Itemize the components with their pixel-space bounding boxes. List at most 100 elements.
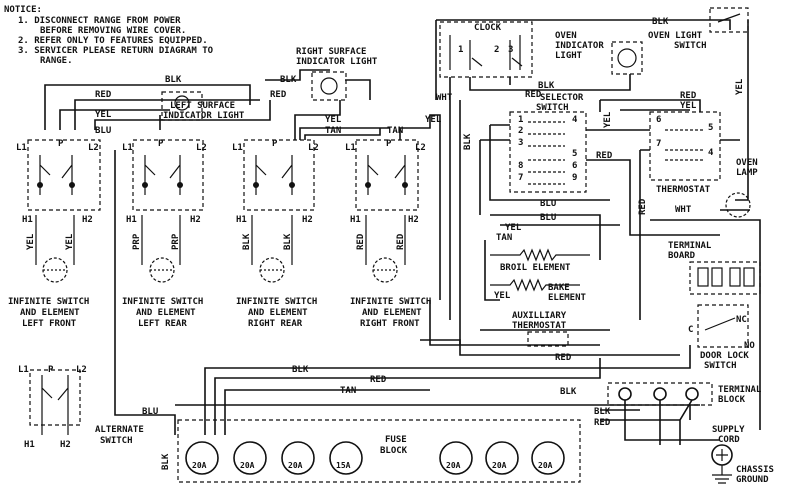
thermo-term-4: 4 xyxy=(708,148,714,158)
left-indicator-label-2: INDICATOR LIGHT xyxy=(163,111,245,121)
sw2-l2: L2 xyxy=(196,143,207,153)
fuse-6: 20A xyxy=(485,441,519,475)
sel-term-1: 1 xyxy=(518,115,523,125)
fuse-block-label-2: BLOCK xyxy=(380,446,408,456)
infinite-switch-left-rear: L1 P L2 H1 H2 PRP PRP INFINITE SWITCH AN… xyxy=(122,139,207,329)
sel-term-4: 4 xyxy=(572,115,578,125)
sw1-h2: H2 xyxy=(82,215,93,225)
left-indicator-label-1: LEFT SURFACE xyxy=(170,101,235,111)
fuse-6-rating: 20A xyxy=(492,461,507,470)
oven-indicator-label-1: OVEN xyxy=(555,31,577,41)
oven-lamp-label-2: LAMP xyxy=(736,168,758,178)
oven-light-switch: OVEN LIGHT SWITCH xyxy=(648,7,749,51)
terminal-board: TERMINAL BOARD xyxy=(668,241,761,295)
chassis-ground-label-1: CHASSIS xyxy=(736,465,774,475)
selector-label-1: SELECTOR xyxy=(540,93,584,103)
bake-element-label-2: ELEMENT xyxy=(548,293,587,303)
alt-l1: L1 xyxy=(18,365,29,375)
fuse-4: 15A xyxy=(329,441,363,475)
clock-label: CLOCK xyxy=(474,23,502,33)
wire-label-red-th: RED xyxy=(680,91,697,101)
sw1-label-2: AND ELEMENT xyxy=(20,308,80,318)
fuse-7-rating: 20A xyxy=(538,461,553,470)
wire-label-red-aux: RED xyxy=(555,353,572,363)
wire-label-blk-vert: BLK xyxy=(463,133,473,150)
aux-thermostat-label-2: THERMOSTAT xyxy=(512,321,567,331)
door-lock-label-2: SWITCH xyxy=(704,361,737,371)
infinite-switch-right-rear: L1 P L2 H1 H2 BLK BLK INFINITE SWITCH AN… xyxy=(232,139,319,329)
fuse-1-rating: 20A xyxy=(192,461,207,470)
sw2-label-1: INFINITE SWITCH xyxy=(122,297,203,307)
notice-line-2: BEFORE REMOVING WIRE COVER. xyxy=(40,26,186,36)
wire-label-yel-broil: YEL xyxy=(505,223,522,233)
notice-line-4: 3. SERVICER PLEASE RETURN DIAGRAM TO xyxy=(18,46,214,56)
sw4-l2: L2 xyxy=(415,143,426,153)
broil-element-label: BROIL ELEMENT xyxy=(500,263,571,273)
notice-line-1: 1. DISCONNECT RANGE FROM POWER xyxy=(18,16,181,26)
right-surface-indicator-light: RIGHT SURFACE INDICATOR LIGHT xyxy=(296,47,378,101)
wire-label-yel-ols: YEL xyxy=(735,78,745,95)
notice-line-3: 2. REFER ONLY TO FEATURES EQUIPPED. xyxy=(18,36,208,46)
terminal-block-label-2: BLOCK xyxy=(718,395,746,405)
terminal-block-label-1: TERMINAL xyxy=(718,385,762,395)
notice-block: NOTICE: 1. DISCONNECT RANGE FROM POWER B… xyxy=(4,5,214,66)
clock-term-3: 3 xyxy=(508,45,513,55)
sw2-label-3: LEFT REAR xyxy=(138,319,187,329)
fuse-2: 20A xyxy=(233,441,267,475)
door-lock-nc: NC xyxy=(736,315,747,325)
sel-term-2: 2 xyxy=(518,126,523,136)
alt-h1: H1 xyxy=(24,440,35,450)
wire-label-blk-bus: BLK xyxy=(292,365,309,375)
top-wiring xyxy=(44,69,441,300)
door-lock-switch: C NC NO DOOR LOCK SWITCH xyxy=(688,304,755,371)
fuse-7: 20A xyxy=(531,441,565,475)
sel-term-6: 6 xyxy=(572,161,577,171)
aux-thermostat-label-1: AUXILLIARY xyxy=(512,311,567,321)
oven-wiring-mid xyxy=(479,99,761,430)
supply-cord: SUPPLY CORD xyxy=(711,425,745,466)
clock-term-1: 1 xyxy=(458,45,463,55)
thermo-term-6: 6 xyxy=(656,115,661,125)
sel-term-9: 9 xyxy=(572,173,577,183)
bake-element: BAKE ELEMENT xyxy=(490,278,587,303)
wire-label-yel-sel: YEL xyxy=(603,111,613,128)
oven-lamp-label-1: OVEN xyxy=(736,158,758,168)
wire-label-red-right: RED xyxy=(270,90,287,100)
sel-term-5: 5 xyxy=(572,149,577,159)
wire-label-tan-mid: TAN xyxy=(325,126,341,136)
oven-light-switch-label-1: OVEN LIGHT xyxy=(648,31,703,41)
oven-lamp: OVEN LAMP xyxy=(725,158,758,218)
wire-label-yel-top: YEL xyxy=(95,110,112,120)
wire-label-red-ovi: RED xyxy=(525,90,542,100)
sw1-p: P xyxy=(58,139,64,149)
sw3-wire-blk-1: BLK xyxy=(242,233,252,250)
wire-label-yel-mid: YEL xyxy=(325,115,342,125)
sw3-l2: L2 xyxy=(308,143,319,153)
wire-label-yel-bake: YEL xyxy=(494,291,511,301)
thermostat: 6 7 5 4 THERMOSTAT xyxy=(649,111,721,195)
sw4-wire-red-2: RED xyxy=(396,233,406,250)
oven-indicator-label-2: INDICATOR xyxy=(555,41,604,51)
sw4-label-2: AND ELEMENT xyxy=(362,308,422,318)
clock-term-2: 2 xyxy=(494,45,499,55)
sw3-label-3: RIGHT REAR xyxy=(248,319,303,329)
notice-line-5: RANGE. xyxy=(40,56,73,66)
wire-label-blu-2: BLU xyxy=(540,213,556,223)
broil-element: BROIL ELEMENT xyxy=(490,248,590,273)
auxiliary-thermostat: AUXILLIARY THERMOSTAT xyxy=(512,311,569,347)
sel-term-3: 3 xyxy=(518,138,523,148)
sw3-l1: L1 xyxy=(232,143,243,153)
wire-label-tan-bus: TAN xyxy=(340,386,356,396)
fuse-1: 20A xyxy=(185,441,219,475)
alt-p: P xyxy=(48,365,54,375)
oven-indicator-label-3: LIGHT xyxy=(555,51,583,61)
sw1-label-1: INFINITE SWITCH xyxy=(8,297,89,307)
sw1-l1: L1 xyxy=(16,143,27,153)
sw3-label-1: INFINITE SWITCH xyxy=(236,297,317,307)
wire-label-blu-bus: BLU xyxy=(142,407,158,417)
sw2-p: P xyxy=(158,139,164,149)
sw2-label-2: AND ELEMENT xyxy=(136,308,196,318)
sw1-wire-yel-2: YEL xyxy=(65,233,75,250)
sw2-h1: H1 xyxy=(126,215,137,225)
sw4-p: P xyxy=(386,139,392,149)
